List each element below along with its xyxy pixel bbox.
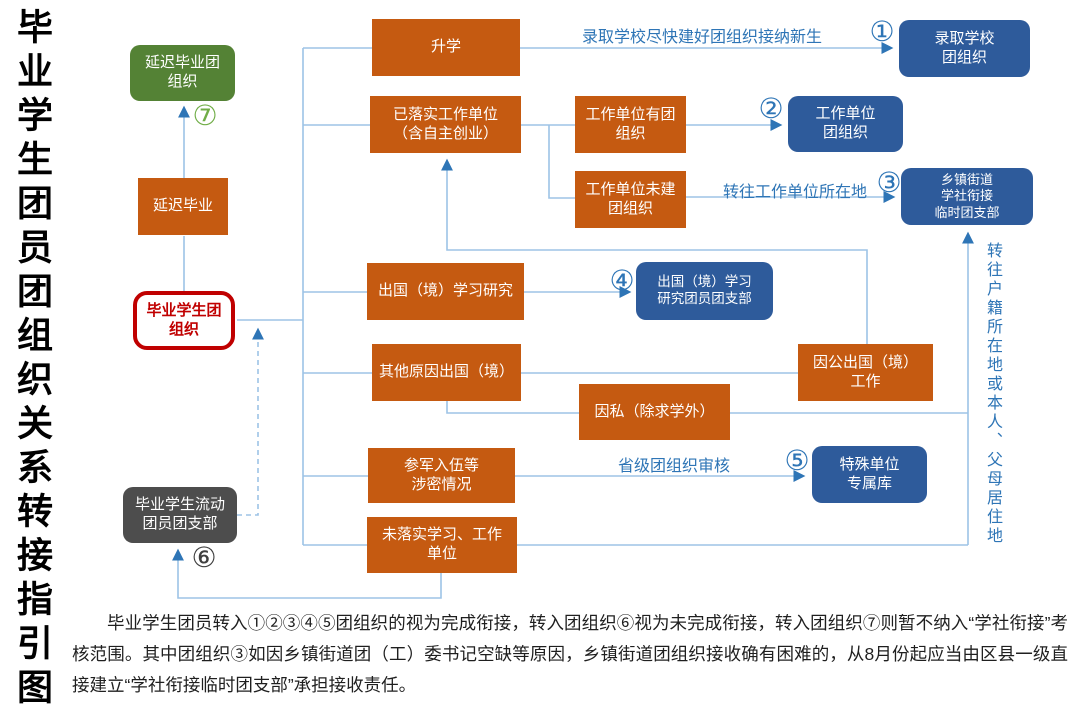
- node-work-unit-with-league: 工作单位有团 组织: [575, 96, 686, 153]
- node-abroad-study: 出国（境）学习研究: [367, 263, 524, 320]
- node-special-unit-db: 特殊单位 专属库: [812, 446, 927, 503]
- node-admitted-school-org: 录取学校 团组织: [899, 20, 1030, 77]
- edge-label-to-household: 转往户籍所在地或本人、父母居住地: [984, 242, 1001, 546]
- node-further-study: 升学: [372, 19, 520, 76]
- badge-5: ⑤: [784, 445, 810, 476]
- node-deferred-graduation-org: 延迟毕业团 组织: [130, 45, 235, 101]
- node-unsecured-study-work: 未落实学习、工作 单位: [367, 517, 517, 573]
- page-title: 毕业学生团员团组织关系转接指引图: [11, 8, 53, 712]
- edge-label-admitted-school-note: 录取学校尽快建好团组织接纳新生: [582, 29, 823, 46]
- node-mobile-member-branch: 毕业学生流动 团员团支部: [123, 487, 237, 543]
- node-military-classified: 参军入伍等 涉密情况: [368, 448, 515, 503]
- badge-7: ⑦: [192, 100, 218, 131]
- footnote-text: 毕业学生团员转入①②③④⑤团组织的视为完成衔接，转入团组织⑥视为未完成衔接，转入…: [72, 613, 1068, 695]
- node-graduate-league-org: 毕业学生团 组织: [133, 291, 235, 350]
- badge-1: ①: [869, 16, 895, 47]
- node-abroad-other-reason: 其他原因出国（境）: [372, 344, 521, 401]
- node-work-unit-without-league: 工作单位未建 团组织: [575, 171, 686, 228]
- node-abroad-private: 因私（除求学外）: [579, 384, 730, 440]
- badge-3: ③: [876, 167, 902, 198]
- node-secured-work-unit: 已落实工作单位 （含自主创业）: [370, 96, 521, 153]
- edge-label-provincial-review: 省级团组织审核: [618, 458, 731, 475]
- node-abroad-official-work: 因公出国（境） 工作: [798, 344, 933, 401]
- badge-2: ②: [758, 93, 784, 124]
- node-abroad-study-branch: 出国（境）学习 研究团员团支部: [636, 262, 773, 320]
- node-deferred-graduation: 延迟毕业: [138, 178, 228, 235]
- badge-4: ④: [609, 265, 635, 296]
- node-township-temp-branch: 乡镇街道 学社衔接 临时团支部: [901, 168, 1033, 225]
- node-work-unit-league-org: 工作单位 团组织: [788, 96, 903, 152]
- badge-6: ⑥: [191, 542, 217, 573]
- edge-label-to-workplace: 转往工作单位所在地: [723, 184, 868, 201]
